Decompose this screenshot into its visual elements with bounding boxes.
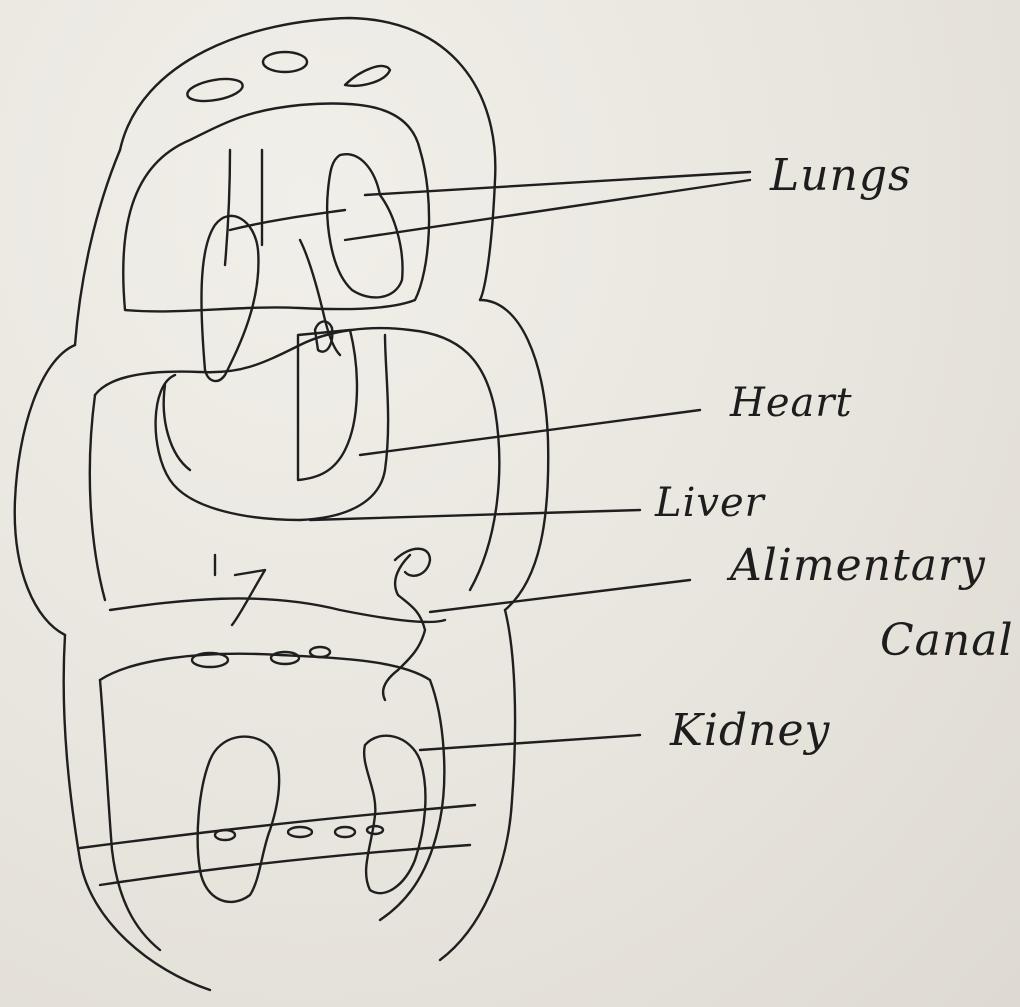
pelvis-inner xyxy=(100,654,444,920)
trachea-left xyxy=(225,150,230,265)
body-outline-middle xyxy=(15,345,75,635)
leader-lungs-1 xyxy=(365,172,750,195)
intestine-line xyxy=(110,598,445,622)
top-spot-3 xyxy=(345,66,390,86)
label-canal: Canal xyxy=(880,615,1014,666)
spot-d xyxy=(215,830,235,840)
spine-band-bottom xyxy=(100,845,470,885)
spot-e xyxy=(288,827,312,837)
spot-c xyxy=(310,647,330,657)
leader-alimentary xyxy=(430,580,690,612)
body-outline-upper-left xyxy=(75,150,120,345)
leader-kidney xyxy=(420,735,640,750)
label-kidney: Kidney xyxy=(670,705,830,756)
leader-lungs-2 xyxy=(345,180,750,240)
abdomen-inner-left xyxy=(90,395,105,600)
chest-inner xyxy=(123,103,429,311)
liver-lobe xyxy=(164,385,190,470)
right-lung xyxy=(327,154,402,297)
body-outline-lower xyxy=(64,635,210,990)
alimentary-loop xyxy=(395,549,430,576)
top-spot-1 xyxy=(186,75,245,104)
leader-heart xyxy=(360,410,700,455)
spine-band-top xyxy=(80,805,475,848)
spot-f xyxy=(335,827,355,837)
spot-b xyxy=(271,652,299,664)
left-kidney xyxy=(198,737,279,902)
left-lung xyxy=(201,216,258,381)
heart xyxy=(298,330,357,480)
body-outline-lower-right xyxy=(440,610,515,960)
label-heart: Heart xyxy=(730,380,853,426)
abdomen-right xyxy=(480,300,548,610)
label-liver: Liver xyxy=(655,480,765,526)
leader-liver xyxy=(310,510,640,520)
pelvis-inner-left xyxy=(100,680,160,950)
top-spot-2 xyxy=(263,52,307,72)
spot-g xyxy=(367,826,383,834)
alimentary-canal xyxy=(215,555,425,700)
label-alimentary: Alimentary xyxy=(730,540,986,591)
label-lungs: Lungs xyxy=(770,150,912,201)
